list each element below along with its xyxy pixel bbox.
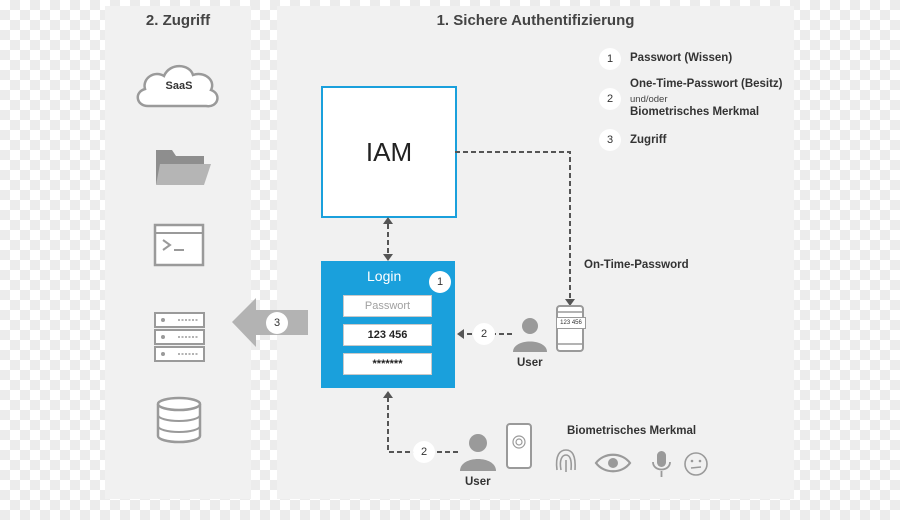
iam-phone-connector [455, 151, 575, 306]
biometric-user-label: User [465, 476, 491, 488]
database-icon [156, 396, 202, 444]
user-icon [513, 318, 547, 352]
iam-login-connector [383, 217, 393, 261]
eye-icon [594, 453, 632, 473]
legend-1-text: Passwort (Wissen) [630, 52, 733, 64]
phone-otp-code: 123 456 [556, 317, 586, 329]
login-title: Login [367, 268, 402, 284]
login-box: Login 1 Passwort 123 456 ******* [321, 261, 455, 388]
folder-icon [156, 150, 211, 185]
legend-2-text: One-Time-Passwort (Besitz) [630, 78, 783, 90]
microphone-icon [652, 451, 671, 477]
cloud-icon [136, 64, 219, 108]
fingerprint-icon [555, 449, 576, 472]
otp-user-label: User [517, 357, 543, 369]
otp-flow-label: On-Time-Password [584, 259, 689, 271]
legend-2-num: 2 [599, 88, 621, 110]
secret-field[interactable]: ******* [343, 353, 432, 375]
legend-1-num: 1 [599, 48, 621, 70]
fingerprint-phone-icon [506, 423, 532, 469]
legend-3-text: Zugriff [630, 134, 667, 146]
otp-field[interactable]: 123 456 [343, 324, 432, 346]
iam-label: IAM [365, 136, 413, 167]
access-panel-title: 2. Zugriff [145, 12, 211, 29]
saas-label: SaaS [165, 80, 193, 92]
password-field[interactable]: Passwort [343, 295, 432, 317]
biometric-flow-label: Biometrisches Merkmal [567, 425, 697, 437]
login-step-1-badge: 1 [429, 271, 451, 293]
authentication-panel-title: 1. Sichere Authentifizierung [436, 12, 635, 29]
user-icon-biometric [460, 434, 496, 471]
terminal-icon [153, 223, 205, 267]
server-icon [154, 312, 205, 362]
biometric-step-2-badge: 2 [413, 441, 435, 463]
iam-box: IAM [321, 86, 457, 218]
step-3-badge: 3 [266, 312, 288, 334]
legend-2-sub: und/oder [630, 94, 668, 105]
legend-2-text2: Biometrisches Merkmal [630, 106, 760, 118]
otp-step-2-badge: 2 [473, 323, 495, 345]
face-icon [684, 452, 708, 476]
legend-3-num: 3 [599, 129, 621, 151]
biometric-input-connector [383, 391, 458, 453]
